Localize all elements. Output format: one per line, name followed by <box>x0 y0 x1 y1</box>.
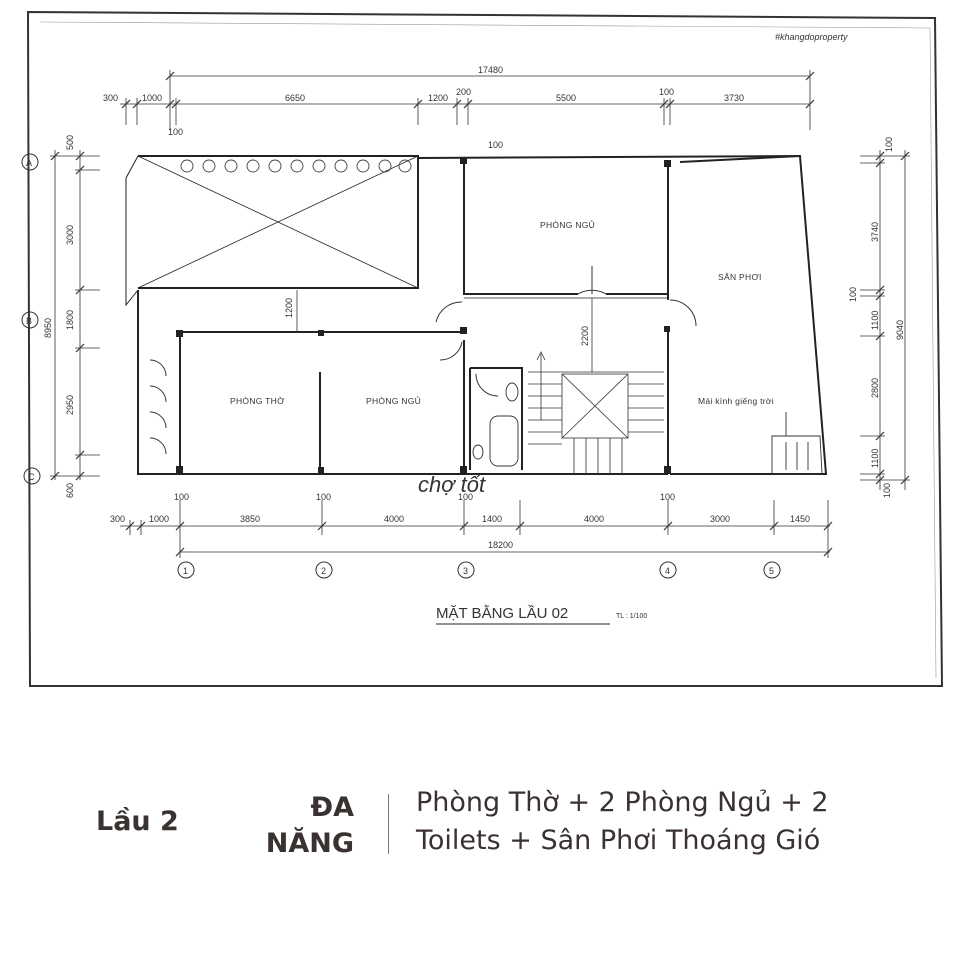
right-dim-seg-1: 100 <box>884 137 894 152</box>
axis-row-bubbles <box>21 153 41 485</box>
floor-plan-drawing: #khangdoproperty 17480 300 1000 6650 120… <box>21 10 944 687</box>
watermark-text: #khangdoproperty <box>775 32 848 42</box>
multi-purpose-tag: ĐA NĂNG <box>236 790 354 862</box>
bottom-dim-total: 18200 <box>488 540 513 550</box>
bottom-dim-seg-5: 1400 <box>482 514 502 524</box>
top-dim-seg-1: 300 <box>103 93 118 103</box>
right-dim-seg-3: 100 <box>848 287 858 302</box>
top-dim-sub: 100 <box>168 127 183 137</box>
top-dim-seg-8: 3730 <box>724 93 744 103</box>
right-dim-seg-6: 1100 <box>870 449 880 468</box>
top-dim-total: 17480 <box>478 65 503 75</box>
axis-col-3: 3 <box>463 566 468 576</box>
room-altar: PHÒNG THỜ <box>230 396 285 406</box>
top-dimension-ticks <box>121 71 815 109</box>
brand-watermark: chợ tốt <box>418 472 486 497</box>
footer-divider <box>388 794 389 854</box>
right-dim-seg-7: 100 <box>882 483 892 498</box>
top-dim-seg-5: 200 <box>456 87 471 97</box>
inner-dim-1: 1200 <box>284 298 294 318</box>
bottom-dim-seg-2: 1000 <box>149 514 169 524</box>
top-dim-seg-6: 5500 <box>556 93 576 103</box>
bottom-dim-seg-8: 1450 <box>790 514 810 524</box>
bottom-dim-small-3: 100 <box>458 492 473 502</box>
desc-line-2: Toilets + Sân Phơi Thoáng Gió <box>416 825 821 856</box>
skylight-label: Mái kính giếng trời <box>698 396 774 406</box>
right-dimension-lines <box>860 150 910 490</box>
top-dim-seg-3: 6650 <box>285 93 305 103</box>
floor-label: Lầu 2 <box>96 806 179 837</box>
left-dimension-ticks <box>50 151 85 481</box>
sheet-border <box>26 10 944 687</box>
structural-columns <box>176 157 671 474</box>
staircase <box>528 351 664 474</box>
right-dim-seg-2: 3740 <box>870 222 880 242</box>
right-dim-total: 9040 <box>895 320 905 340</box>
tag-line-2: NĂNG <box>265 828 354 859</box>
skylight-box <box>771 412 823 475</box>
bottom-dimension-ticks <box>125 521 833 557</box>
footer-panel <box>0 700 960 960</box>
inner-dim-2: 2200 <box>580 326 590 346</box>
inner-dim-lines <box>296 290 593 372</box>
right-dim-seg-4: 1100 <box>870 311 880 330</box>
plan-title: MẶT BẰNG LẦU 02 <box>436 604 568 622</box>
top-dim-seg-2: 1000 <box>142 93 162 103</box>
bath-fixtures <box>472 382 519 467</box>
planter-row <box>180 159 412 173</box>
left-dim-seg-2: 3000 <box>65 225 75 245</box>
bottom-dim-seg-3: 3850 <box>240 514 260 524</box>
room-drying-yard: SÂN PHƠI <box>718 272 762 282</box>
sheet-border-inner <box>39 21 937 679</box>
axis-col-bubbles <box>177 561 781 579</box>
left-dim-seg-3: 1800 <box>65 310 75 330</box>
bottom-dim-small-2: 100 <box>316 492 331 502</box>
room-bedroom-bottom: PHÒNG NGỦ <box>366 395 421 406</box>
left-dim-seg-1: 500 <box>65 135 75 150</box>
bottom-dim-seg-7: 3000 <box>710 514 730 524</box>
bottom-dim-small-1: 100 <box>174 492 189 502</box>
right-dim-seg-5: 2800 <box>870 378 880 398</box>
top-dimension-lines <box>120 70 811 130</box>
axis-col-5: 5 <box>769 566 774 576</box>
axis-row-b: B <box>26 316 32 326</box>
left-dim-seg-5: 600 <box>65 483 75 498</box>
floor-description: Phòng Thờ + 2 Phòng Ngủ + 2 Toilets + Sâ… <box>416 784 936 860</box>
right-dimension-ticks <box>875 151 910 485</box>
building-walls <box>125 154 828 475</box>
bottom-dim-seg-6: 4000 <box>584 514 604 524</box>
top-dim-seg-4: 1200 <box>428 93 448 103</box>
bottom-dim-seg-4: 4000 <box>384 514 404 524</box>
left-dim-total: 8950 <box>43 318 53 338</box>
tag-line-1: ĐA <box>310 792 354 823</box>
bottom-dimension-lines <box>120 500 830 558</box>
bottom-dim-seg-1: 300 <box>110 514 125 524</box>
door-swings <box>149 266 697 455</box>
axis-col-1: 1 <box>183 566 188 576</box>
bottom-dim-small-4: 100 <box>660 492 675 502</box>
top-dim-seg-7: 100 <box>659 87 674 97</box>
plan-scale: TL : 1/100 <box>616 613 647 620</box>
axis-col-4: 4 <box>665 566 670 576</box>
desc-line-1: Phòng Thờ + 2 Phòng Ngủ + 2 <box>416 787 829 818</box>
room-bedroom-top: PHÒNG NGỦ <box>540 219 595 230</box>
axis-row-a: A <box>26 158 32 168</box>
axis-col-2: 2 <box>321 566 326 576</box>
left-dim-seg-4: 2950 <box>65 395 75 415</box>
axis-row-c: C <box>28 472 35 482</box>
left-dimension-lines <box>50 150 100 480</box>
top-dim-notch: 100 <box>488 140 503 150</box>
